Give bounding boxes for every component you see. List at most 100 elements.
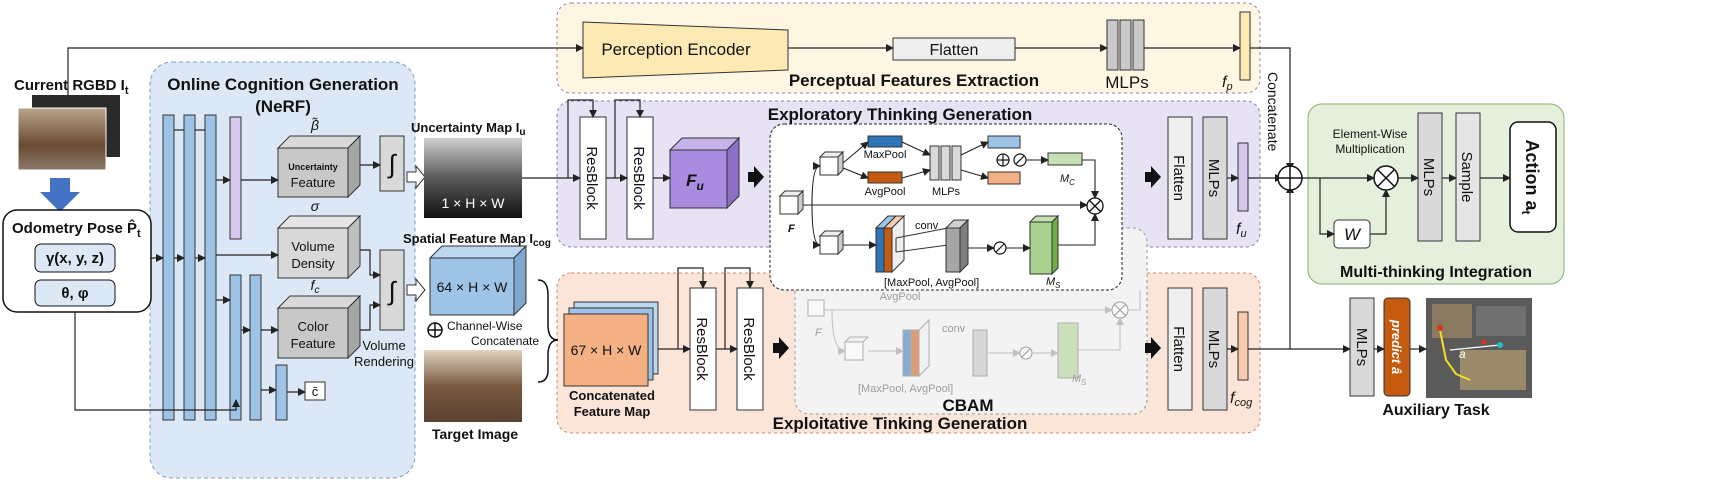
- uncertainty-feature-label-2: Feature: [291, 175, 336, 190]
- cbam-gray-avgpool-label: AvgPool: [880, 291, 921, 303]
- fu-cube-label: Fu: [686, 171, 704, 193]
- cbam-gray-conv-label: conv: [942, 323, 966, 335]
- nerf-bar-6: [275, 364, 288, 421]
- cbam-mlp-2: [940, 145, 951, 181]
- ms-box: [1028, 214, 1060, 276]
- integral-box-2: [379, 249, 405, 331]
- cbam-conv-lines: [895, 227, 949, 253]
- nerf-bar-purple: [229, 116, 242, 240]
- cbam-mlps-label: MLPs: [932, 186, 961, 198]
- cbam-maxpool-label: MaxPool: [864, 149, 907, 161]
- nerf-bar-5: [249, 274, 262, 421]
- integration-mlps-box: [1417, 112, 1443, 242]
- down-arrow-icon: [40, 178, 80, 212]
- cbam-gray-multiply-icon: [1111, 301, 1129, 319]
- exploitative-mlps-box: [1202, 287, 1228, 411]
- exploratory-flatten-arrow: [1145, 166, 1161, 188]
- sigmoid-icon: [1013, 153, 1027, 167]
- concat-map-dims: 67 × H × W: [571, 342, 643, 358]
- auxiliary-title: Auxiliary Task: [1382, 402, 1489, 419]
- cbam-pool-concat-stack: [874, 214, 906, 274]
- cbam-f-cube: [778, 189, 805, 216]
- cbam-gray-sigmoid-icon: [1019, 346, 1033, 360]
- uncertainty-feature-label-1: Uncertainty: [288, 162, 338, 172]
- cbam-gray-ms-box: [1057, 322, 1079, 379]
- sigma-symbol: σ: [311, 198, 320, 214]
- exploratory-resblock-2-label: ResBlock: [630, 146, 647, 210]
- predict-label: predict â: [1389, 319, 1404, 374]
- beta-symbol: β̃: [310, 117, 319, 133]
- exploitative-resblock-1-label: ResBlock: [693, 317, 710, 381]
- c-bar-symbol: c̄: [312, 384, 319, 399]
- action-label: Action at: [1519, 139, 1542, 214]
- volume-density-label-1: Volume: [291, 239, 334, 254]
- hollow-arrow-1: [406, 164, 426, 190]
- curly-brace: [537, 279, 559, 383]
- cbam-multiply-icon: [1086, 197, 1104, 215]
- nerf-title-2: (NeRF): [255, 97, 311, 116]
- cbam-gray-ms-label: MS: [1072, 373, 1087, 387]
- rgbd-color-image: [17, 107, 107, 171]
- exploitative-resblock-2-label: ResBlock: [740, 317, 757, 381]
- fcog-bar: [1237, 311, 1249, 381]
- perceptual-mlp-2: [1119, 19, 1132, 71]
- cbam-gray-pool-stack: [902, 318, 930, 378]
- cbam-small-cube-top: [818, 150, 845, 177]
- gamma-xyz: γ(x, y, z): [46, 250, 104, 267]
- nerf-bar-2: [183, 114, 196, 421]
- volume-rendering-label-1: Volume: [362, 338, 405, 353]
- cbam-avgpool-box: [867, 171, 903, 184]
- integral-symbol-1: ∫: [386, 149, 397, 179]
- theta-phi: θ, φ: [61, 285, 88, 302]
- exploitative-bold-arrow: [773, 337, 789, 359]
- exploitative-flatten-label: Flatten: [1170, 326, 1187, 372]
- cbam-mlp-1: [929, 145, 940, 181]
- cbam-mlp-out-blue: [987, 135, 1021, 149]
- volume-rendering-label-2: Rendering: [354, 354, 414, 369]
- mc-box: [1047, 152, 1083, 166]
- exploitative-flatten-arrow: [1145, 337, 1161, 359]
- perceptual-title: Perceptual Features Extraction: [789, 71, 1039, 90]
- exploitative-mlps-label: MLPs: [1205, 330, 1222, 368]
- mc-label: MC: [1060, 173, 1075, 187]
- sample-label: Sample: [1458, 152, 1475, 203]
- concat-map-label-2: Feature Map: [574, 404, 651, 419]
- concatenate-label: Concatenate: [1265, 72, 1281, 152]
- exploitative-title: Exploitative Tinking Generation: [773, 414, 1028, 433]
- perceptual-mlp-3: [1132, 19, 1145, 71]
- fp-bar: [1239, 11, 1251, 81]
- spatial-feature-cube: [428, 244, 528, 317]
- volume-density-cube: [276, 214, 362, 280]
- cbam-maxpool-box: [867, 135, 903, 148]
- integration-mlps-label: MLPs: [1420, 158, 1437, 196]
- cbam-small-cube-bottom: [818, 229, 845, 256]
- exploratory-mlps-box: [1202, 116, 1228, 240]
- current-rgbd-label: Current RGBD It: [14, 77, 129, 97]
- exploratory-mlps-label: MLPs: [1205, 159, 1222, 197]
- perceptual-mlps-label: MLPs: [1105, 73, 1148, 92]
- multiply-icon: [1373, 165, 1399, 191]
- concat-map-label-1: Concatenated: [569, 388, 655, 403]
- cbam-gray-pool-concat-label: [MaxPool, AvgPool]: [858, 383, 953, 395]
- spatial-map-dims: 64 × H × W: [437, 279, 509, 295]
- cbam-gray-f-label: F: [815, 327, 823, 339]
- nerf-bar-1: [162, 114, 175, 421]
- cbam-mlp-3: [951, 145, 962, 181]
- target-image: [424, 350, 522, 422]
- alpha-label: a: [1459, 347, 1466, 361]
- fu-cube: [668, 136, 741, 210]
- color-feature-cube: [276, 294, 362, 360]
- exploitative-flatten-box: [1167, 287, 1193, 411]
- cbam-gray-f-cube: [807, 299, 825, 317]
- target-image-label: Target Image: [432, 426, 518, 442]
- nerf-bar-3: [204, 114, 217, 421]
- cbam-pool-concat-label: [MaxPool, AvgPool]: [884, 277, 979, 289]
- elementwise-label-2: Multiplication: [1335, 142, 1404, 156]
- cbam-avgpool-label: AvgPool: [865, 186, 906, 198]
- cbam-mlp-out-orange: [987, 171, 1021, 185]
- cbam-conv-label: conv: [915, 220, 939, 232]
- uncertainty-feature-cube: [276, 134, 362, 199]
- plus-circle-small-icon: [996, 153, 1010, 167]
